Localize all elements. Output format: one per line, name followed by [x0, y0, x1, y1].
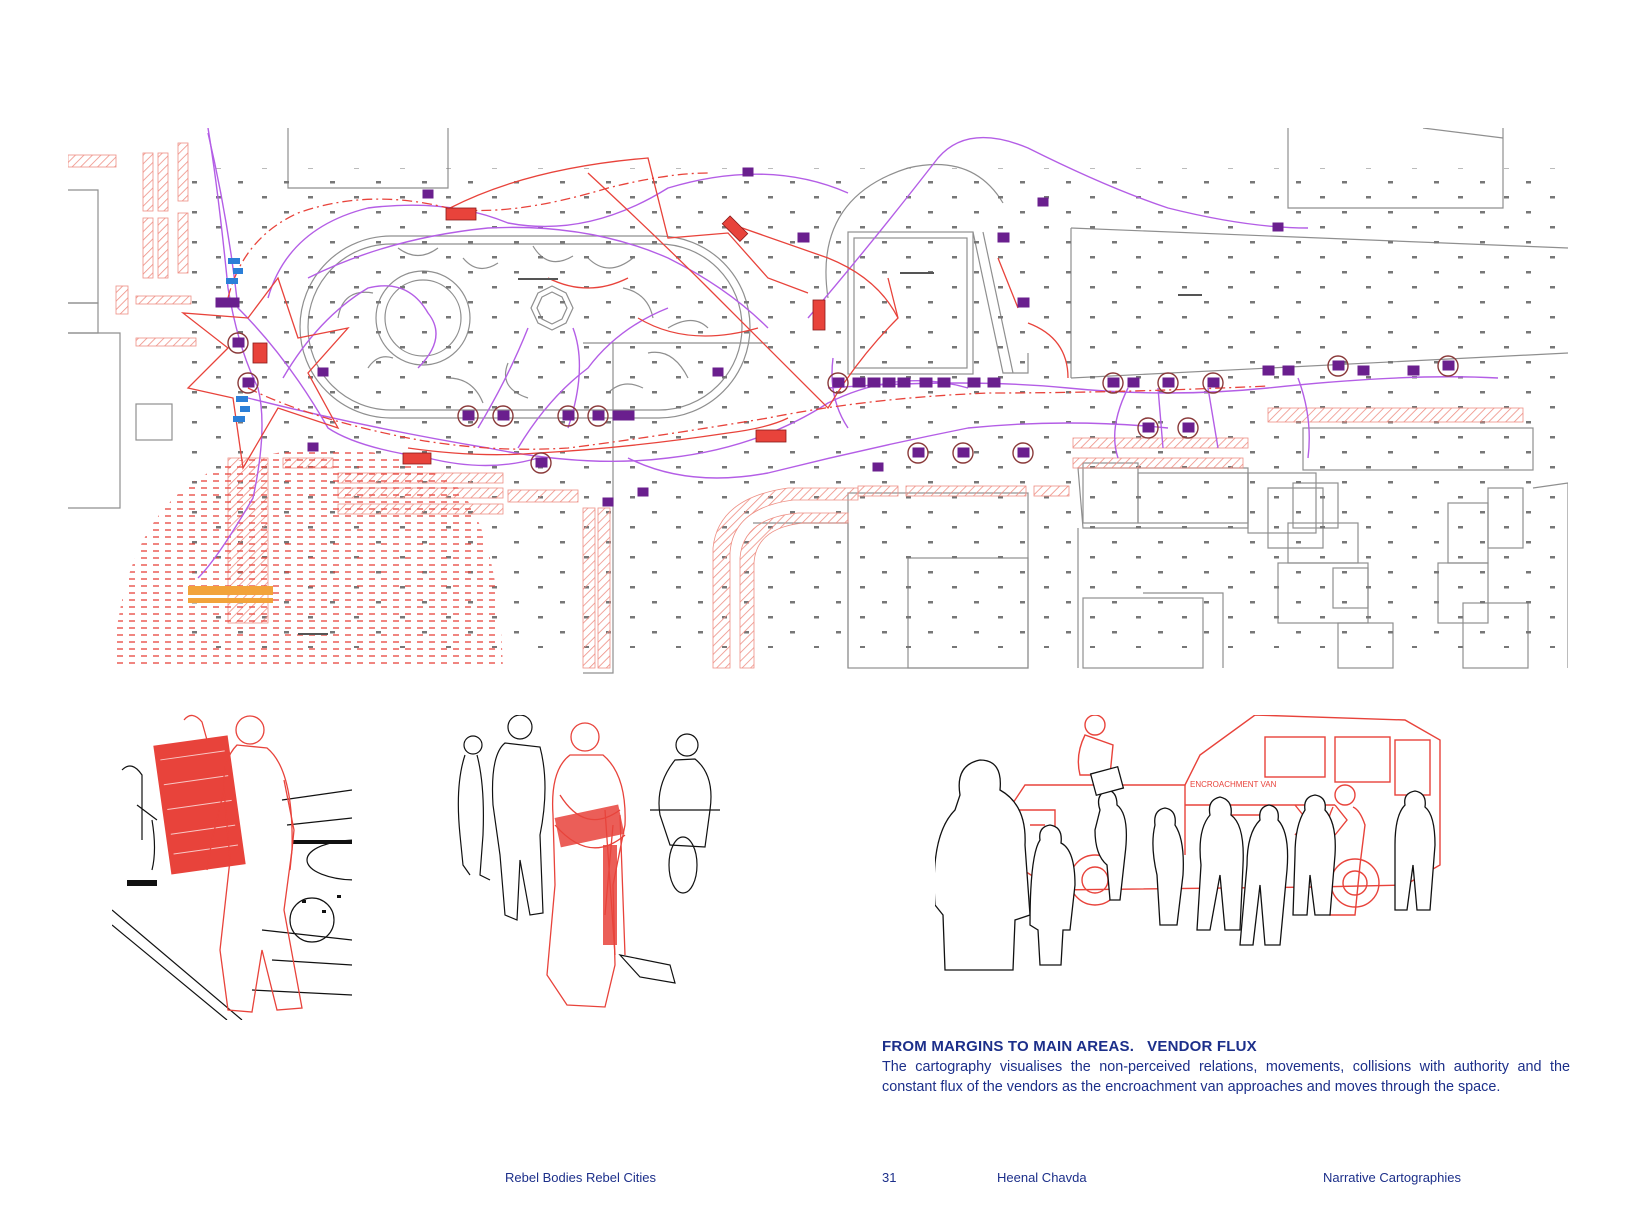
- vendor-figure: [183, 714, 303, 1013]
- street-vendor-illustration: [112, 710, 352, 1020]
- crowd-with-vendor-drawing: [457, 715, 720, 1008]
- crowd-figures: [935, 759, 1436, 971]
- crowd-zone: [113, 449, 503, 668]
- crowd-illustration: [455, 715, 735, 1015]
- van-markers: [252, 207, 826, 465]
- map-drawing: [68, 128, 1568, 674]
- encroachment-van-illustration: ENCROACHMENT VAN: [935, 715, 1495, 1020]
- vendor-paths: [197, 128, 1499, 579]
- caption-title: FROM MARGINS TO MAIN AREAS. VENDOR FLUX: [882, 1038, 1257, 1055]
- van-scene-drawing: ENCROACHMENT VAN: [935, 715, 1441, 971]
- footer-page-number: 31: [882, 1170, 897, 1185]
- caption-block: FROM MARGINS TO MAIN AREAS. VENDOR FLUX …: [882, 1038, 1570, 1097]
- caption-body: The cartography visualises the non-perce…: [882, 1059, 1570, 1095]
- blue-markers: [226, 258, 250, 422]
- vendor-markers: [215, 167, 1459, 507]
- van-label: ENCROACHMENT VAN: [1190, 780, 1277, 789]
- footer-author: Heenal Chavda: [997, 1170, 1087, 1185]
- plan-labels: [298, 272, 1202, 635]
- footer-book-title: Rebel Bodies Rebel Cities: [505, 1170, 657, 1185]
- vendor-flux-map: [68, 128, 1568, 700]
- footer-section: Narrative Cartographies: [1323, 1170, 1462, 1185]
- vendor-with-cloth-drawing: [112, 714, 352, 1020]
- orange-strip: [188, 586, 273, 595]
